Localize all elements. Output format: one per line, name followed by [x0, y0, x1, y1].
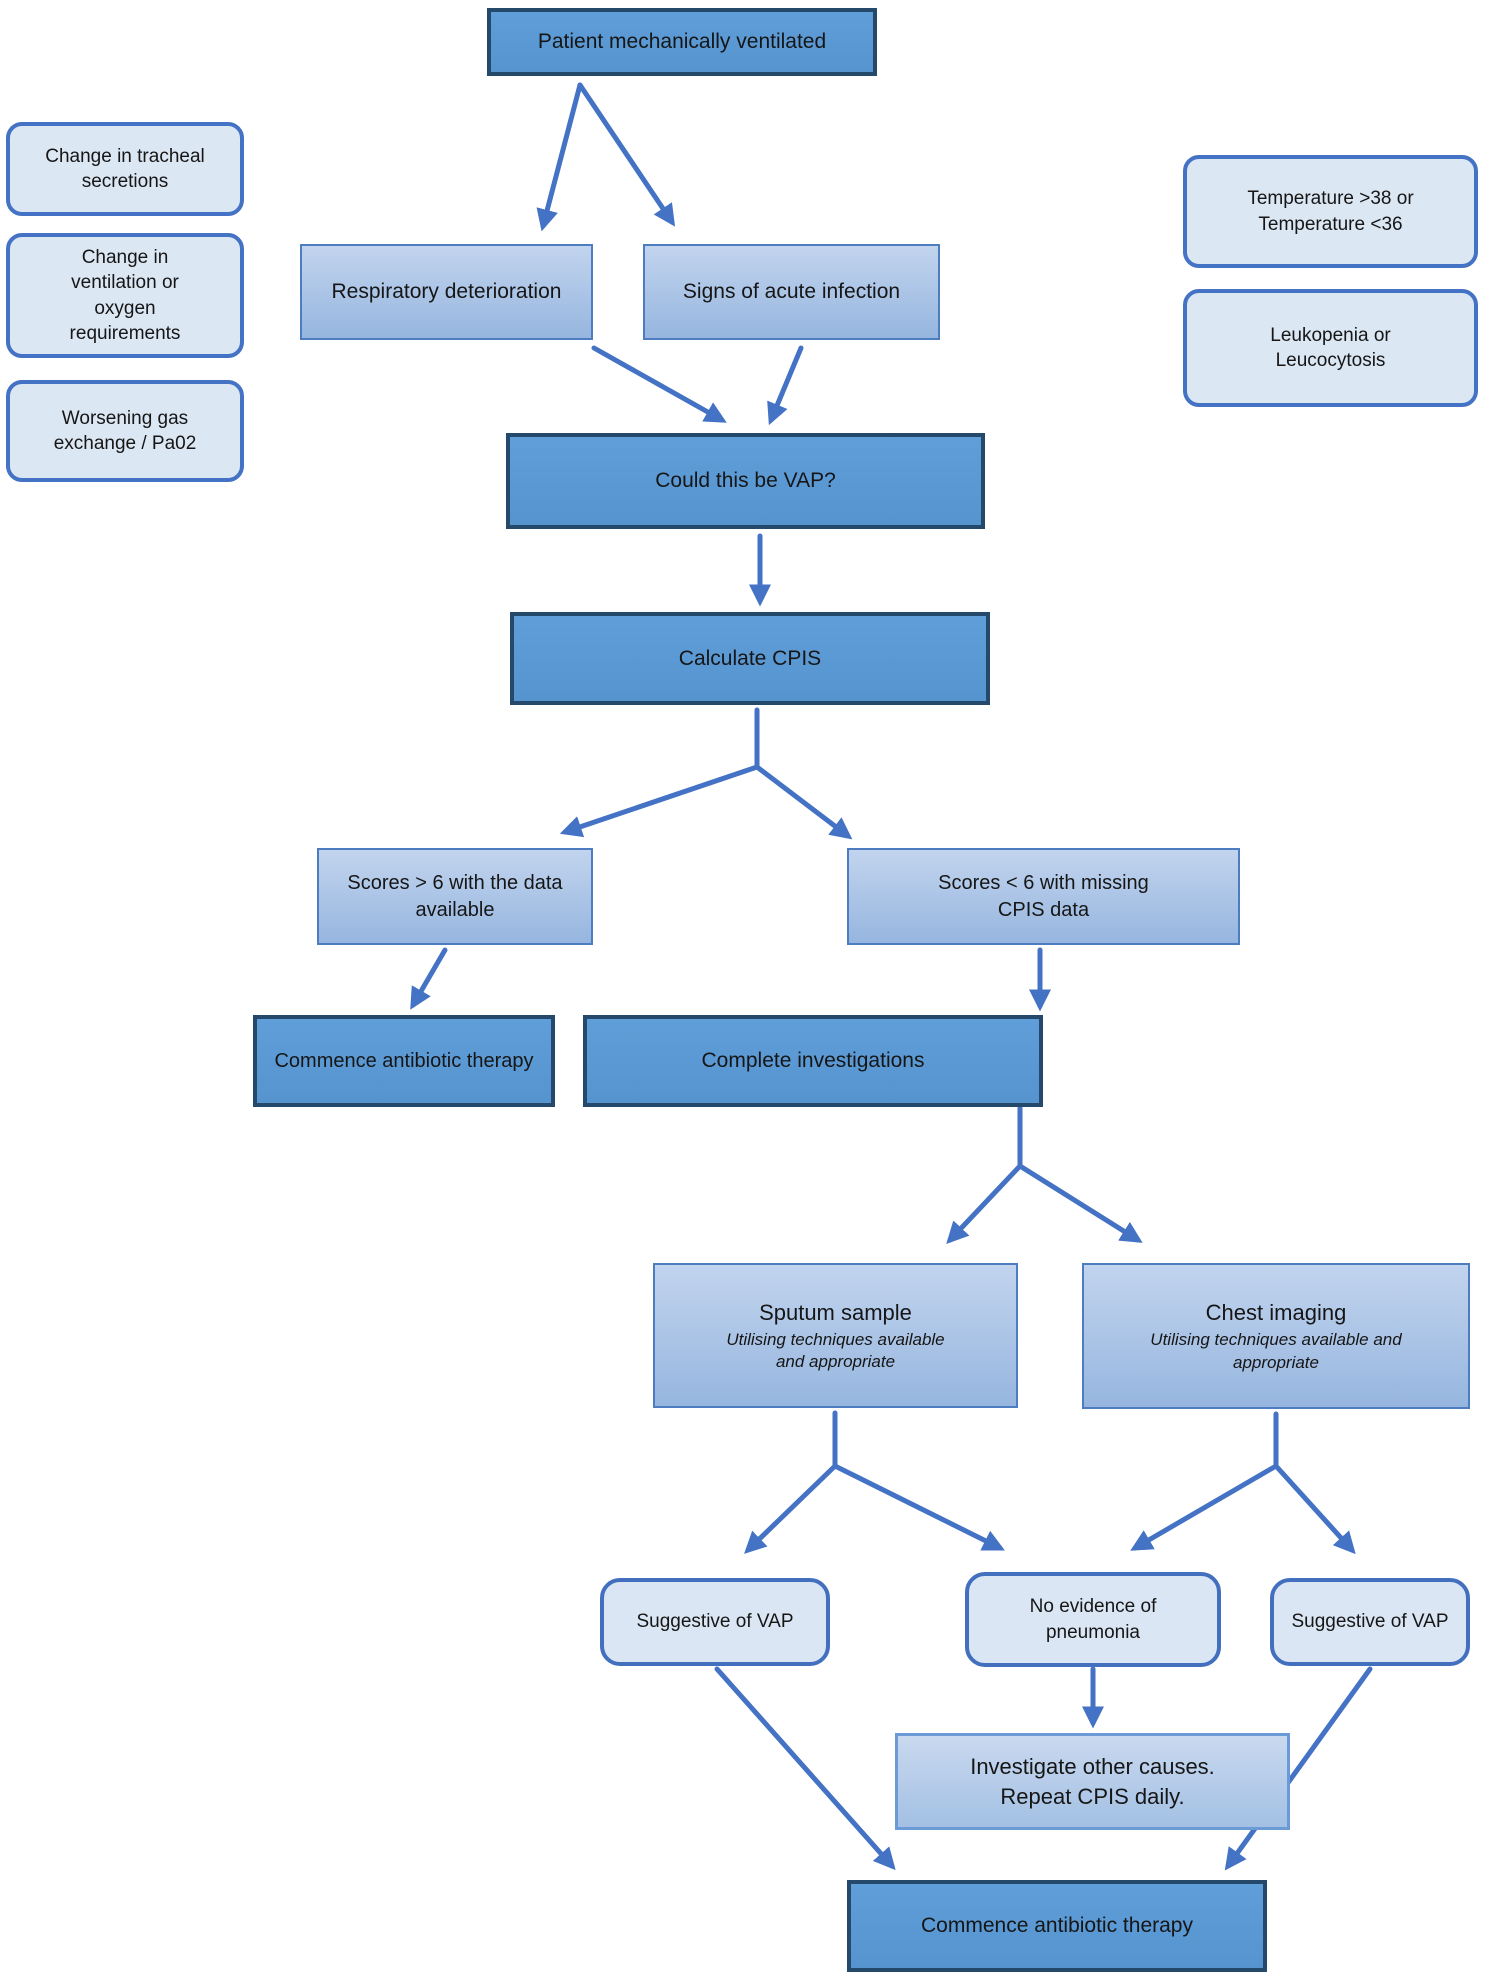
node-sublabel: Utilising techniques available and appro… [1150, 1330, 1402, 1372]
node-label: Leukopenia or Leucocytosis [1270, 324, 1391, 371]
node-investigate-other-causes: Investigate other causes. Repeat CPIS da… [895, 1733, 1290, 1830]
arrow-cpis-score-high [559, 764, 760, 838]
node-label: Complete investigations [701, 1049, 925, 1073]
node-label: Respiratory deterioration [331, 280, 562, 304]
arrow-sputum-no-evidence [832, 1463, 1005, 1551]
node-label: Worsening gas exchange / Pa02 [53, 407, 197, 454]
node-score-low: Scores < 6 with missing CPIS data [847, 848, 1240, 945]
arrow-patient-infection [577, 82, 676, 227]
node-label: Change in ventilation or oxygen requirem… [69, 247, 181, 344]
node-suggestive-vap-right: Suggestive of VAP [1270, 1578, 1470, 1666]
arrow-imaging-no-evidence [1130, 1463, 1279, 1551]
node-label: Signs of acute infection [682, 280, 901, 304]
node-commence-antibiotics-2: Commence antibiotic therapy [847, 1880, 1267, 1972]
arrow-investigations-sputum [946, 1163, 1023, 1244]
node-label: Commence antibiotic therapy [921, 1914, 1193, 1938]
node-label: Sputum sample [759, 1299, 912, 1325]
node-score-high: Scores > 6 with the data available [317, 848, 593, 945]
node-leukopenia: Leukopenia or Leucocytosis [1183, 289, 1478, 407]
node-label: Suggestive of VAP [636, 1611, 794, 1633]
node-sputum-sample: Sputum sample Utilising techniques avail… [653, 1263, 1018, 1408]
arrow-investigations-imaging [1017, 1163, 1143, 1243]
node-respiratory-deterioration: Respiratory deterioration [300, 244, 593, 340]
node-label: Scores > 6 with the data available [347, 872, 563, 921]
node-ventilation-requirements: Change in ventilation or oxygen requirem… [6, 233, 244, 358]
node-complete-investigations: Complete investigations [583, 1015, 1043, 1107]
node-no-evidence-pneumonia: No evidence of pneumonia [965, 1572, 1221, 1667]
node-label: Change in tracheal secretions [45, 145, 205, 192]
arrow-imaging-suggestive [1273, 1463, 1356, 1555]
node-patient-ventilated: Patient mechanically ventilated [487, 8, 877, 76]
node-tracheal-secretions: Change in tracheal secretions [6, 122, 244, 216]
arrow-patient-respiratory [536, 82, 583, 232]
node-label: Suggestive of VAP [1291, 1611, 1449, 1633]
arrow-respiratory-vap [591, 345, 727, 423]
node-label: Scores < 6 with missing CPIS data [938, 872, 1149, 921]
node-could-this-be-vap: Could this be VAP? [506, 433, 985, 529]
node-label: Could this be VAP? [655, 469, 836, 493]
arrow-score-high-commence [410, 947, 448, 1010]
node-sublabel: Utilising techniques available and appro… [726, 1329, 945, 1372]
node-chest-imaging: Chest imaging Utilising techniques avail… [1082, 1263, 1470, 1409]
arrow-infection-vap [767, 345, 804, 426]
node-label: Patient mechanically ventilated [537, 30, 827, 54]
node-temperature: Temperature >38 or Temperature <36 [1183, 155, 1478, 268]
node-calculate-cpis: Calculate CPIS [510, 612, 990, 705]
node-commence-antibiotics-1: Commence antibiotic therapy [253, 1015, 555, 1107]
node-label: Chest imaging [1205, 1300, 1347, 1326]
node-label: Temperature >38 or Temperature <36 [1247, 188, 1414, 235]
node-label: Calculate CPIS [678, 646, 822, 670]
arrow-sputum-suggestive [744, 1463, 838, 1554]
arrow-cpis-score-low [754, 764, 853, 840]
node-label: No evidence of pneumonia [1029, 1596, 1157, 1643]
arrow-suggestive-left-commence [714, 1666, 896, 1871]
node-signs-acute-infection: Signs of acute infection [643, 244, 940, 340]
node-gas-exchange: Worsening gas exchange / Pa02 [6, 380, 244, 482]
node-label: Investigate other causes. Repeat CPIS da… [970, 1754, 1215, 1809]
node-suggestive-vap-left: Suggestive of VAP [600, 1578, 830, 1666]
node-label: Commence antibiotic therapy [274, 1049, 534, 1072]
